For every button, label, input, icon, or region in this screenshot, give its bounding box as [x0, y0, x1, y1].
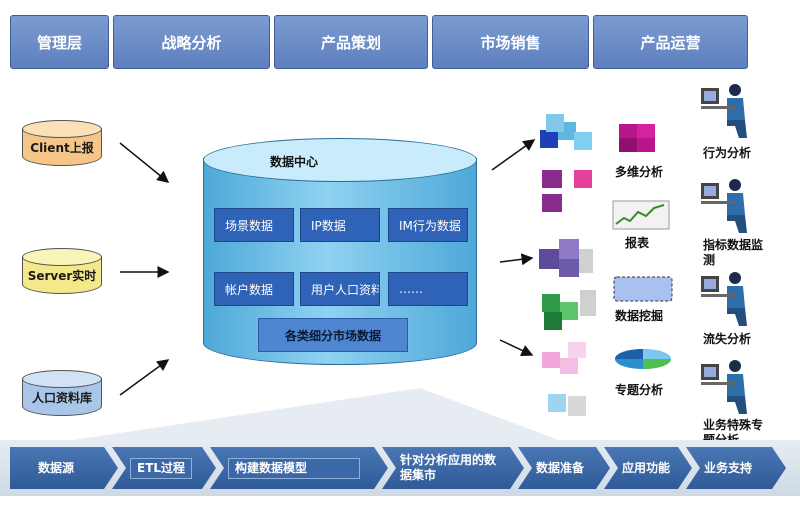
- header-item-strategy: 战略分析: [113, 15, 270, 69]
- app-label-multidim: 多维分析: [615, 165, 664, 179]
- data-cell-market: 各类细分市场数据: [258, 318, 408, 352]
- app-label-report: 报表: [625, 236, 650, 250]
- pipeline-step-prepare: 数据准备: [518, 447, 610, 489]
- data-cell-im: IM行为数据: [388, 208, 468, 242]
- pipeline-step-source: 数据源: [10, 447, 118, 489]
- user-at-computer-icon: [701, 360, 747, 414]
- header-item-operations: 产品运营: [593, 15, 748, 69]
- data-cell-ellipsis: ……: [388, 272, 468, 306]
- pipeline-step-application: 应用功能: [604, 447, 692, 489]
- header-label: 产品运营: [640, 33, 701, 52]
- app-label-topic: 专题分析: [615, 383, 664, 397]
- cube-lightblue-icon: [548, 394, 586, 416]
- source-client: Client上报: [22, 120, 102, 166]
- source-label: 人口资料库: [31, 390, 92, 405]
- data-cell-population: 用户人口资料: [300, 272, 380, 306]
- header-label: 市场销售: [480, 33, 541, 52]
- user-label-churn: 流失分析: [703, 332, 752, 346]
- data-mining-icon: [613, 276, 673, 302]
- cubes-purple-icon: [542, 170, 562, 212]
- user-label-behavior: 行为分析: [703, 146, 752, 160]
- cube-pink-icon: [574, 170, 592, 188]
- header-label: 管理层: [36, 33, 82, 52]
- data-center-title: 数据中心: [270, 155, 319, 169]
- multidim-cube-icon: [619, 124, 655, 152]
- data-center-cylinder-top: [203, 138, 477, 182]
- user-at-computer-icon: [701, 272, 747, 326]
- user-at-computer-icon: [701, 179, 747, 233]
- cubes-pink-icon: [542, 342, 586, 374]
- pie-chart-icon: [615, 349, 671, 369]
- pipeline-step-business: 业务支持: [686, 447, 786, 489]
- app-label-mining: 数据挖掘: [615, 309, 664, 323]
- header-item-marketing: 市场销售: [432, 15, 589, 69]
- data-cell-ip: IP数据: [300, 208, 380, 242]
- source-population: 人口资料库: [22, 370, 102, 416]
- pipeline-step-datamart: 针对分析应用的数据集市: [382, 447, 524, 489]
- user-label-monitoring: 指标数据监测: [703, 238, 764, 267]
- user-at-computer-icon: [701, 84, 747, 138]
- cubes-green-icon: [542, 290, 596, 330]
- header-item-product-planning: 产品策划: [274, 15, 428, 69]
- source-label: Client上报: [30, 140, 94, 155]
- header-item-management: 管理层: [10, 15, 109, 69]
- pipeline-step-model: 构建数据模型: [210, 447, 388, 489]
- source-label: Server实时: [27, 268, 97, 283]
- cubes-violet-icon: [539, 239, 593, 277]
- data-cell-account: 帐户数据: [214, 272, 294, 306]
- report-chart-icon: [612, 200, 670, 230]
- pipeline-step-etl: ETL过程: [112, 447, 216, 489]
- data-cell-scene: 场景数据: [214, 208, 294, 242]
- header-label: 产品策划: [320, 33, 381, 52]
- header-label: 战略分析: [161, 33, 222, 52]
- cubes-blue-icon: [540, 114, 592, 150]
- source-server: Server实时: [22, 248, 102, 294]
